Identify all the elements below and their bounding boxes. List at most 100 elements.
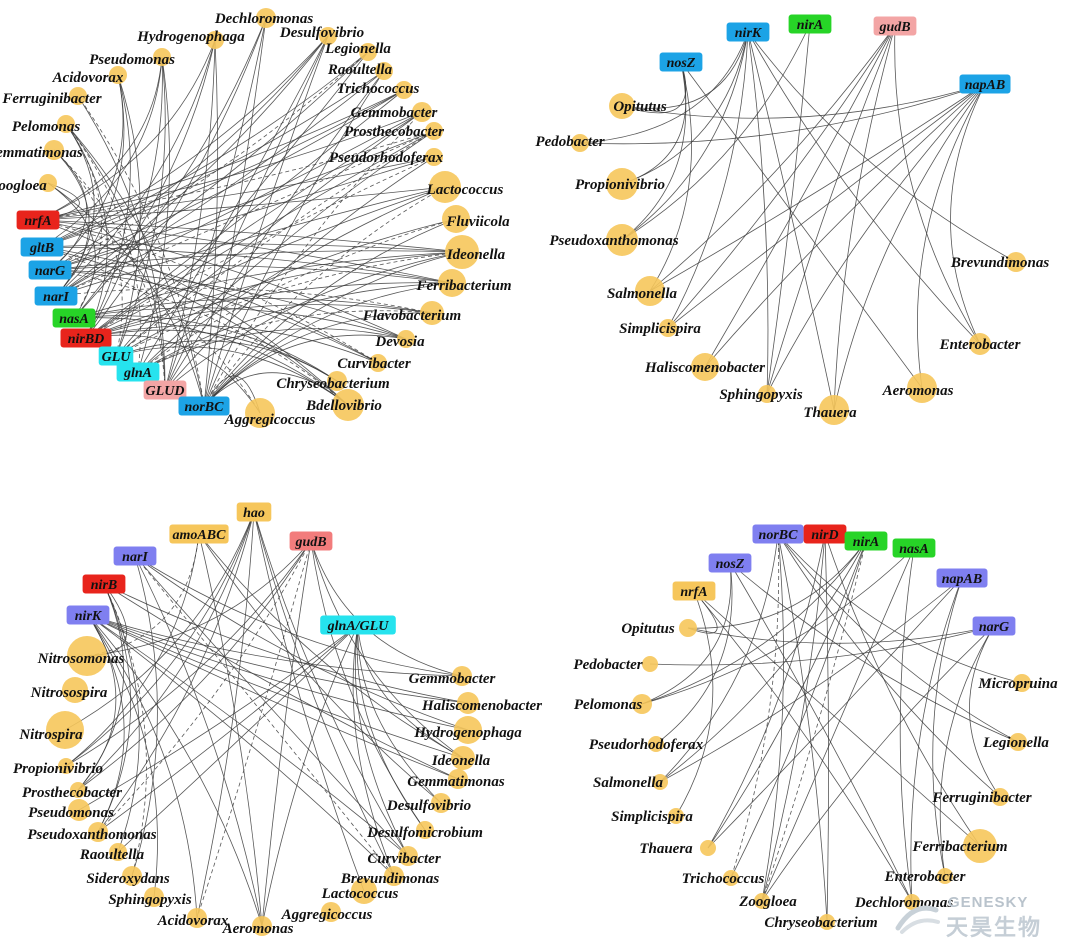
panel-4-gene-nasa[interactable] (892, 538, 936, 558)
panel-1-gene-glna[interactable] (116, 362, 160, 382)
panel-3-node-pseudomonas[interactable] (68, 799, 90, 821)
panel-3-node-sphingopyxis[interactable] (144, 887, 164, 907)
panel-4-node-chryseobacterium[interactable] (819, 914, 835, 930)
panel-1-gene-gltb[interactable] (20, 237, 64, 257)
panel-1-node-trichococcus[interactable] (395, 81, 413, 99)
panel-3-gene-nirb[interactable] (82, 574, 126, 594)
panel-4-gene-nira[interactable] (844, 531, 888, 551)
panel-2-node-salmonella[interactable] (635, 276, 665, 306)
panel-2-node-sphingopyxis[interactable] (758, 385, 776, 403)
panel-2-node-enterobacter[interactable] (969, 333, 991, 355)
panel-1-node-pseudorhodoferax[interactable] (425, 148, 443, 166)
panel-4-node-salmonella[interactable] (652, 774, 668, 790)
panel-3-node-aeromonas[interactable] (252, 916, 272, 936)
panel-3-node-nitrosomonas[interactable] (67, 636, 107, 676)
panel-3-node-pseudoxanthomonas[interactable] (88, 822, 108, 842)
panel-3-gene-amoabc[interactable] (169, 524, 229, 544)
panel-3-node-nitrospira[interactable] (46, 711, 84, 749)
panel-3-node-gemmatimonas[interactable] (448, 769, 468, 789)
panel-1-node-lactococcus[interactable] (429, 171, 461, 203)
panel-1-node-prosthecobacter[interactable] (425, 122, 443, 140)
panel-2-node-aeromonas[interactable] (907, 373, 937, 403)
panel-2-gene-nira[interactable] (788, 14, 832, 34)
panel-4-node-opitutus[interactable] (679, 619, 697, 637)
panel-3-gene-glna-glu[interactable] (320, 615, 396, 635)
panel-1-gene-nrfa[interactable] (16, 210, 60, 230)
panel-3-gene-hao[interactable] (236, 502, 272, 522)
panel-3-node-ideonella[interactable] (451, 746, 475, 770)
panel-1-node-fluviicola[interactable] (442, 205, 470, 233)
panel-3-node-raoultella[interactable] (109, 843, 127, 861)
panel-2-node-simplicispira[interactable] (659, 319, 677, 337)
panel-3-node-prosthecobacter[interactable] (70, 782, 86, 798)
panel-4-node-dechloromonas[interactable] (904, 894, 920, 910)
panel-2-gene-nirk[interactable] (726, 22, 770, 42)
panel-1-node-hydrogenophaga[interactable] (206, 31, 224, 49)
panel-1-node-curvibacter[interactable] (369, 354, 387, 372)
panel-3-gene-gudb[interactable] (289, 531, 333, 551)
panel-2-gene-nosz[interactable] (659, 52, 703, 72)
panel-1-node-desulfovibrio[interactable] (319, 27, 337, 45)
panel-1-gene-nasa[interactable] (52, 308, 96, 328)
panel-4-gene-narg[interactable] (972, 616, 1016, 636)
panel-3-node-hydrogenophaga[interactable] (454, 716, 482, 744)
panel-3-node-desulfomicrobium[interactable] (416, 821, 434, 839)
panel-4-node-ferruginibacter[interactable] (991, 788, 1009, 806)
panel-1-node-pelomonas[interactable] (57, 115, 75, 133)
panel-1-gene-nirbd[interactable] (60, 328, 112, 348)
panel-1-node-chryseobacterium[interactable] (327, 371, 347, 391)
panel-1-node-dechloromonas[interactable] (256, 8, 276, 28)
panel-1-gene-glud[interactable] (143, 380, 187, 400)
panel-4-node-zoogloea[interactable] (754, 893, 770, 909)
panel-4-node-ferribacterium[interactable] (963, 829, 997, 863)
panel-3-node-brevundimonas[interactable] (384, 866, 404, 886)
panel-1-node-pseudomonas[interactable] (153, 48, 171, 66)
panel-2-node-pedobacter[interactable] (571, 134, 589, 152)
panel-2-node-pseudoxanthomonas[interactable] (606, 224, 638, 256)
panel-4-node-enterobacter[interactable] (937, 868, 953, 884)
panel-4-gene-nosz[interactable] (708, 553, 752, 573)
panel-1-node-gemmatimonas[interactable] (44, 140, 64, 160)
panel-2-node-haliscomenobacter[interactable] (691, 353, 719, 381)
panel-1-node-zoogloea[interactable] (39, 174, 57, 192)
panel-2-gene-napab[interactable] (959, 74, 1011, 94)
panel-3-gene-nari[interactable] (113, 546, 157, 566)
panel-3-node-propionivibrio[interactable] (58, 758, 74, 774)
panel-1-node-ferruginibacter[interactable] (69, 87, 87, 105)
panel-1-gene-glu[interactable] (98, 346, 134, 366)
panel-1-node-ideonella[interactable] (445, 235, 479, 269)
panel-2-gene-gudb[interactable] (873, 16, 917, 36)
panel-4-gene-norbc[interactable] (752, 524, 804, 544)
panel-4-gene-nrfa[interactable] (672, 581, 716, 601)
panel-2-node-propionivibrio[interactable] (606, 168, 638, 200)
panel-4-node-micropruina[interactable] (1013, 674, 1031, 692)
panel-3-node-nitrosospira[interactable] (62, 677, 88, 703)
panel-3-node-gemmobacter[interactable] (452, 666, 472, 686)
panel-3-node-lactococcus[interactable] (351, 878, 377, 904)
panel-1-gene-narg[interactable] (28, 260, 72, 280)
panel-1-node-gemmobacter[interactable] (412, 102, 432, 122)
panel-3-node-acidovorax[interactable] (187, 908, 207, 928)
panel-4-node-thauera[interactable] (700, 840, 716, 856)
panel-4-node-pelomonas[interactable] (632, 694, 652, 714)
panel-3-node-curvibacter[interactable] (398, 846, 418, 866)
panel-1-node-acidovorax[interactable] (109, 66, 127, 84)
panel-2-node-opitutus[interactable] (609, 93, 635, 119)
panel-1-node-bdellovibrio[interactable] (332, 389, 364, 421)
panel-4-node-pedobacter[interactable] (642, 656, 658, 672)
panel-1-gene-norbc[interactable] (178, 396, 230, 416)
panel-1-node-devosia[interactable] (397, 330, 415, 348)
panel-3-node-desulfovibrio[interactable] (431, 793, 451, 813)
panel-4-node-simplicispira[interactable] (668, 808, 684, 824)
panel-4-node-trichococcus[interactable] (723, 870, 739, 886)
panel-3-gene-nirk[interactable] (66, 605, 110, 625)
panel-4-node-pseudorhodoferax[interactable] (648, 736, 664, 752)
panel-3-node-aggregicoccus[interactable] (321, 902, 341, 922)
panel-1-node-legionella[interactable] (359, 43, 377, 61)
panel-2-node-thauera[interactable] (819, 395, 849, 425)
panel-1-gene-nari[interactable] (34, 286, 78, 306)
panel-1-node-raoultella[interactable] (375, 62, 393, 80)
panel-4-node-legionella[interactable] (1009, 733, 1027, 751)
panel-1-node-aggregicoccus[interactable] (245, 398, 275, 428)
panel-3-node-sideroxydans[interactable] (122, 866, 142, 886)
